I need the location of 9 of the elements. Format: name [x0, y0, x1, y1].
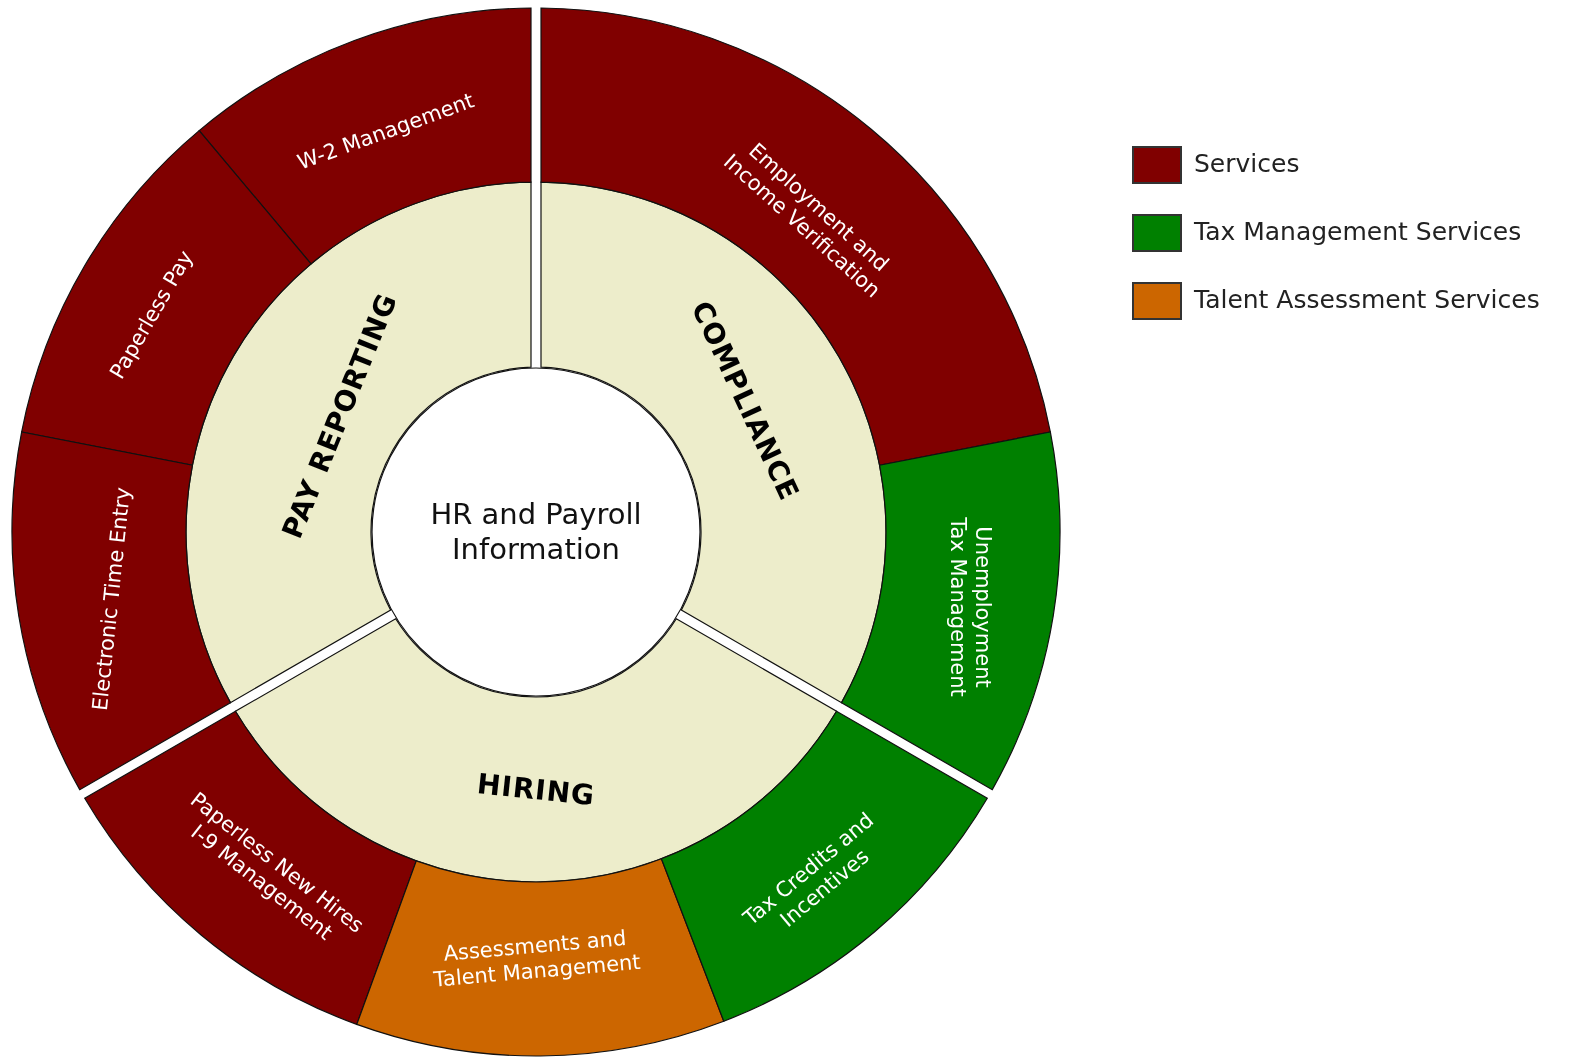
legend-label: Services: [1194, 149, 1300, 178]
service-label: Unemployment Tax Management: [944, 516, 995, 699]
service-label: Electronic Time Entry: [87, 485, 137, 714]
category-label: HIRING: [474, 766, 598, 815]
service-label: Assessments and Talent Management: [431, 924, 643, 994]
legend-label: Talent Assessment Services: [1194, 285, 1540, 314]
legend-label: Tax Management Services: [1194, 217, 1522, 246]
center-label: HR and Payroll Information: [429, 497, 643, 567]
outer-segment: [841, 432, 1060, 790]
